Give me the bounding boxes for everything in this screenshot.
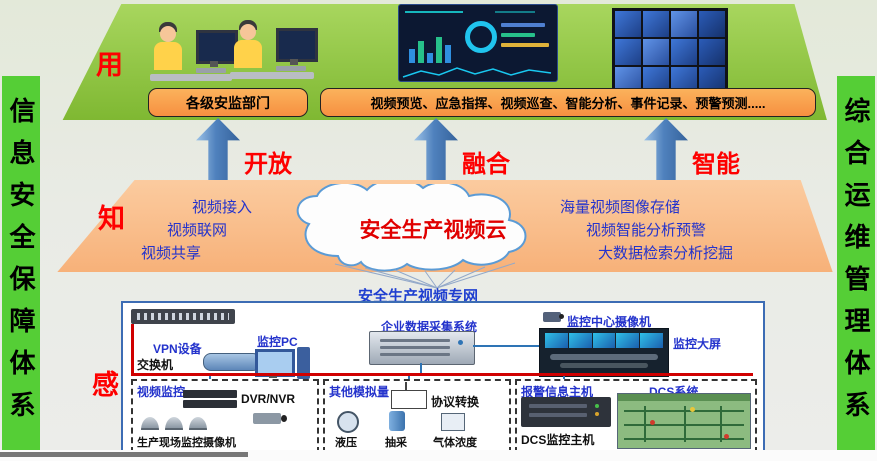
- pc-tower-icon: [297, 347, 310, 379]
- capability-video-network: 视频联网: [167, 222, 228, 239]
- sensor-label-extraction: 抽采: [385, 437, 407, 449]
- dept-box: 各级安监部门: [148, 88, 308, 117]
- site-cameras-label: 生产现场监控摄像机: [137, 437, 236, 449]
- monitoring-dashboard-icon: [398, 4, 558, 82]
- up-arrow-open: [196, 118, 240, 180]
- group3-title: 报警信息主机: [521, 385, 594, 399]
- pc-monitor-stand: [269, 374, 277, 378]
- arrow-label-open: 开放: [244, 151, 292, 178]
- capability-analysis: 视频智能分析预警: [586, 222, 707, 239]
- capability-video-share: 视频共享: [141, 245, 202, 262]
- center-camera-lens: [559, 314, 564, 319]
- big-screen-label: 监控大屏: [673, 337, 722, 351]
- collector-label: 企业数据采集系统: [381, 320, 478, 334]
- hydraulic-gauge-icon: [337, 411, 359, 433]
- pc-label: 监控PC: [257, 335, 298, 349]
- dcs-screenshot: [617, 393, 751, 449]
- right-banner: 综合运维管理体系: [837, 76, 875, 454]
- center-camera-label: 监控中心摄像机: [567, 315, 652, 329]
- group2-title: 其他模拟量: [329, 385, 390, 399]
- private-network-label: 安全生产视频专网: [358, 288, 479, 305]
- cloud-title: 安全生产视频云: [359, 219, 507, 242]
- blue-wire: [473, 345, 539, 347]
- converter-antenna: [405, 382, 407, 390]
- group1-title: 视频监控: [137, 385, 186, 399]
- nvr-icon: [183, 400, 237, 408]
- bullet-camera-icon: [253, 413, 281, 424]
- switch-label: 交换机: [137, 358, 174, 372]
- left-banner-text: 信息安全保障体系: [6, 97, 36, 433]
- sensor-label-hydraulic: 液压: [335, 437, 357, 449]
- extraction-sensor-icon: [389, 411, 405, 431]
- red-trunk-vertical: [131, 324, 134, 374]
- capability-storage: 海量视频图像存储: [560, 199, 681, 216]
- blue-wire: [420, 363, 422, 373]
- layer-tag-sense: 感: [92, 370, 119, 400]
- vpn-label: VPN设备: [153, 342, 202, 356]
- bottom-strip-dark: [0, 452, 248, 457]
- cloud-shape: [296, 184, 527, 272]
- dome-camera-icon: [189, 417, 207, 430]
- up-arrow-fusion: [414, 118, 458, 180]
- features-box: 视频预览、应急指挥、视频巡查、智能分析、事件记录、预警预测.....: [320, 88, 816, 117]
- switch-icon: [131, 309, 235, 324]
- layer-tag-use: 用: [96, 50, 123, 80]
- group-video-surveillance: 视频监控 DVR/NVR 生产现场监控摄像机: [131, 379, 319, 453]
- red-trunk-horizontal: [131, 373, 753, 376]
- dvr-label: DVR/NVR: [241, 392, 296, 406]
- up-arrow-intelligent: [644, 118, 688, 180]
- dome-camera-icon: [165, 417, 183, 430]
- pc-monitor-icon: [255, 349, 295, 377]
- group-alarm-dcs: 报警信息主机 DCS系统 DCS监控主机: [515, 379, 757, 453]
- converter-label: 协议转换: [431, 395, 480, 409]
- control-room-icon: [539, 328, 669, 377]
- capability-video-access: 视频接入: [192, 199, 253, 216]
- layer-tag-know: 知: [98, 204, 125, 234]
- center-camera-icon: [543, 312, 561, 322]
- dcs-host-icon: [521, 397, 611, 427]
- group-analog-signals: 其他模拟量 协议转换 液压 抽采 气体浓度: [323, 379, 511, 453]
- cloud-links: [334, 262, 516, 289]
- arrow-label-intelligent: 智能: [692, 151, 740, 178]
- left-banner: 信息安全保障体系: [2, 76, 40, 454]
- dvr-icon: [183, 390, 237, 398]
- protocol-converter-icon: [391, 390, 427, 409]
- gas-meter-icon: [441, 413, 465, 431]
- collector-server-icon: [369, 331, 475, 365]
- arrow-label-fusion: 融合: [462, 151, 510, 178]
- dome-camera-icon: [141, 417, 159, 430]
- capability-bigdata: 大数据检索分析挖掘: [598, 245, 734, 262]
- perception-layer-box: VPN设备 交换机 监控PC 企业数据采集系统 监控中心摄像机 监控大屏: [121, 301, 765, 457]
- sensor-label-gas: 气体浓度: [433, 437, 477, 449]
- right-banner-text: 综合运维管理体系: [841, 97, 871, 433]
- vpn-device-icon: [203, 353, 261, 371]
- bottom-strip: [0, 450, 877, 461]
- bullet-camera-lens: [281, 415, 287, 422]
- video-wall-icon: [612, 8, 728, 96]
- dcs-host-label: DCS监控主机: [521, 433, 595, 447]
